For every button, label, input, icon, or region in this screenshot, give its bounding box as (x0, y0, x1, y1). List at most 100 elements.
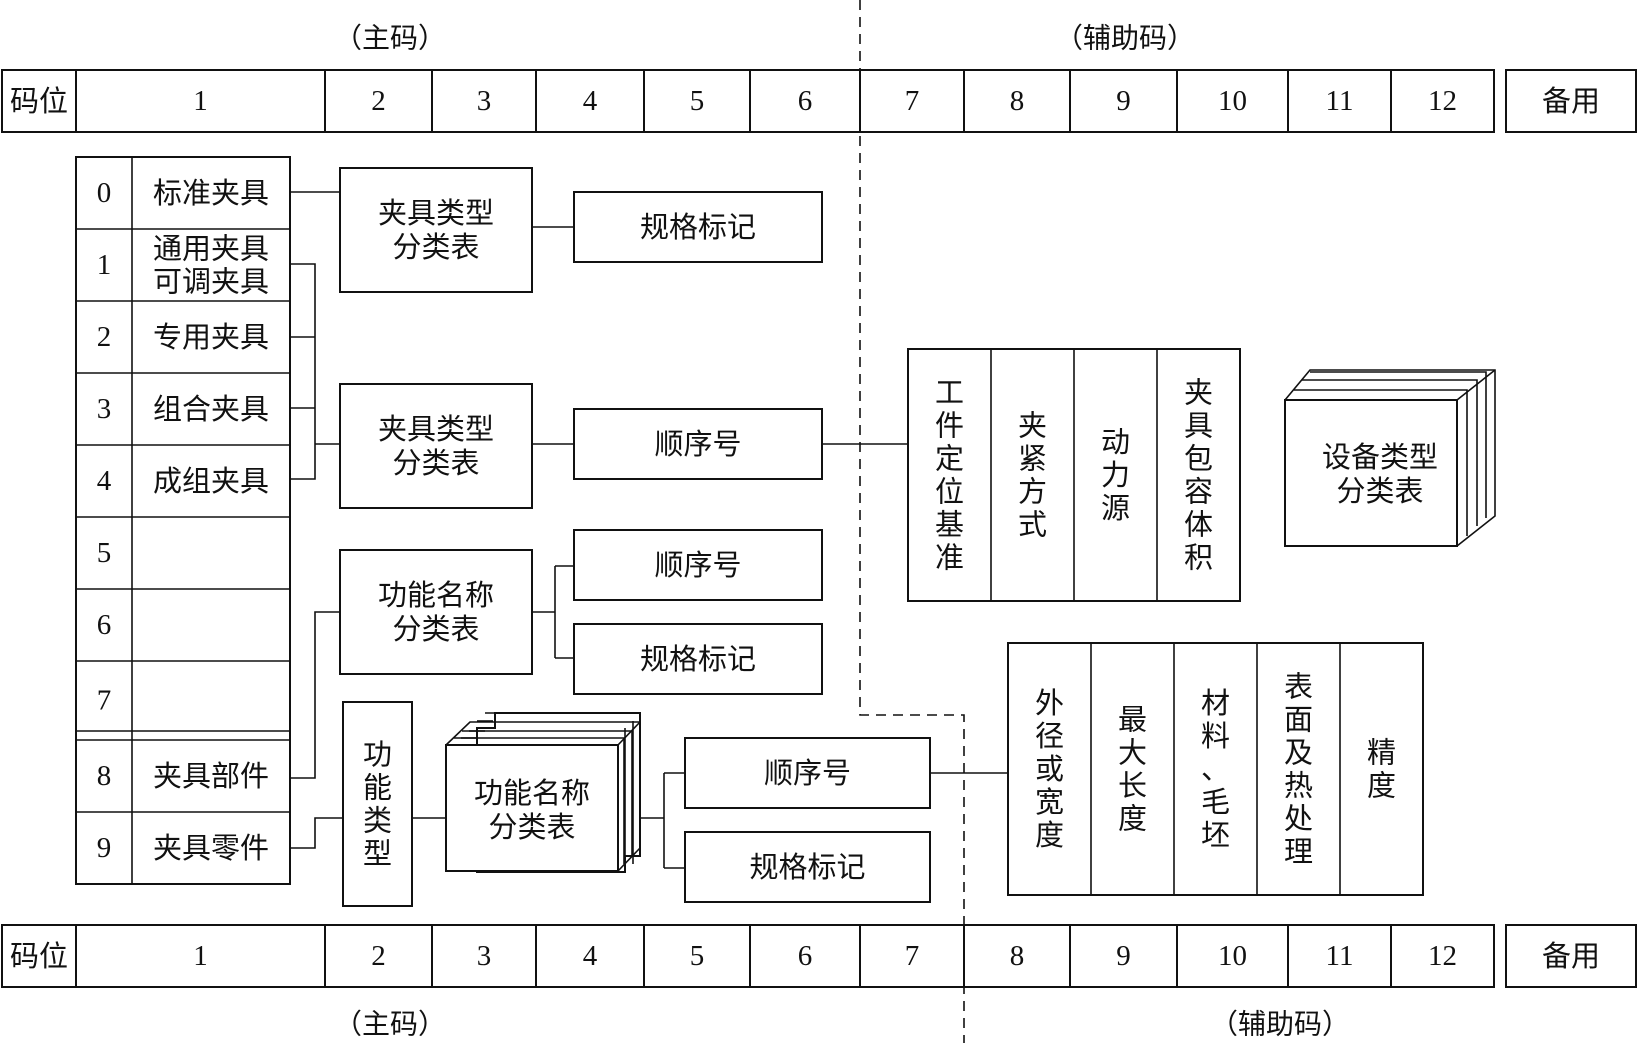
seq-no-2-box: 顺序号 (573, 529, 823, 601)
svg-text:功能名称分类表: 功能名称分类表 (378, 578, 494, 646)
code-cell-top-9 (1069, 69, 1178, 133)
class-digit-2: 2 (97, 321, 112, 353)
code-cell-top-5 (643, 69, 751, 133)
code-label-top: 码位 (10, 84, 68, 118)
seq-no-3-box: 顺序号 (684, 737, 931, 809)
spec-mark-3-box: 规格标记 (684, 831, 931, 903)
class-digit-6: 6 (97, 609, 112, 641)
code-cell-bottom-12 (1390, 924, 1495, 988)
code-cell-bottom-8 (963, 924, 1071, 988)
svg-text:夹具类型分类表: 夹具类型分类表 (378, 196, 494, 264)
code-cell-bottom-7 (859, 924, 965, 988)
class-digit-8: 8 (97, 760, 112, 792)
svg-text:规格标记: 规格标记 (640, 642, 756, 676)
aux-group-2-column-5: 精度 (1367, 736, 1396, 803)
aux-group-1-column-4: 夹具包容体积 (1184, 376, 1213, 575)
aux-group-2-column-2: 最大长度 (1118, 703, 1147, 836)
code-label-bottom: 码位 (10, 939, 68, 973)
svg-text:顺序号: 顺序号 (764, 756, 851, 790)
main-code-header-top: （主码） (334, 22, 446, 55)
code-position-bottom-12: 12 (1428, 940, 1457, 972)
class-name-2: 专用夹具 (153, 320, 269, 354)
aux-group-2-column-3: 材料、毛坯 (1201, 686, 1230, 852)
class-digit-1: 1 (97, 249, 112, 281)
main-aux-separator (859, 0, 965, 1043)
code-cell-bottom-4 (535, 924, 645, 988)
code-label-cell-top (1, 69, 77, 133)
code-cell-bottom-1 (75, 924, 326, 988)
spare-label-top: 备用 (1542, 84, 1600, 118)
code-cell-top-11 (1287, 69, 1392, 133)
type-table-1-box: 夹具类型分类表 (339, 167, 533, 293)
class-name-4: 成组夹具 (153, 464, 269, 498)
connectors (290, 191, 1008, 869)
aux-code-header-bottom: （辅助码） (1210, 1008, 1350, 1041)
code-position-top-4: 4 (583, 85, 598, 117)
function-table-2-stack: 功能名称分类表 (445, 712, 641, 873)
code-position-top-1: 1 (193, 85, 208, 117)
aux-code-header-top: （辅助码） (1055, 22, 1195, 55)
code-cell-bottom-5 (643, 924, 751, 988)
svg-text:规格标记: 规格标记 (640, 210, 756, 244)
equipment-table-stack: 设备类型分类表 (1284, 369, 1496, 547)
spare-cell-top (1505, 69, 1637, 133)
aux-group-2-column-1: 外径或宽度 (1035, 686, 1064, 852)
code-position-bottom-7: 7 (905, 940, 920, 972)
code-position-bottom-6: 6 (798, 940, 813, 972)
code-position-bottom-1: 1 (193, 940, 208, 972)
code-position-bottom-10: 10 (1218, 940, 1247, 972)
code-cell-top-3 (431, 69, 537, 133)
code-position-top-6: 6 (798, 85, 813, 117)
spec-mark-2-box: 规格标记 (573, 623, 823, 695)
svg-text:顺序号: 顺序号 (654, 427, 741, 461)
spare-cell-bottom (1505, 924, 1637, 988)
class-digit-0: 0 (97, 177, 112, 209)
code-cell-bottom-6 (749, 924, 861, 988)
code-position-top-3: 3 (477, 85, 492, 117)
class-digit-4: 4 (97, 465, 112, 497)
class-name-1: 通用夹具可调夹具 (153, 232, 269, 299)
code-position-top-2: 2 (371, 85, 386, 117)
svg-text:规格标记: 规格标记 (749, 850, 865, 884)
function-type-box: 功能类型 (342, 701, 413, 907)
code-position-bottom-5: 5 (690, 940, 705, 972)
code-cell-top-2 (324, 69, 433, 133)
svg-text:功能类型: 功能类型 (363, 738, 392, 871)
class-name-8: 夹具部件 (153, 759, 269, 793)
class-name-3: 组合夹具 (153, 392, 269, 426)
code-cell-bottom-10 (1176, 924, 1289, 988)
svg-text:夹具类型分类表: 夹具类型分类表 (378, 412, 494, 480)
class-digit-7: 7 (97, 685, 112, 717)
code-cell-top-7 (859, 69, 965, 133)
code-cell-top-12 (1390, 69, 1495, 133)
svg-text:设备类型分类表: 设备类型分类表 (1322, 440, 1438, 508)
svg-text:功能名称分类表: 功能名称分类表 (474, 776, 590, 844)
aux-group-1-column-3: 动力源 (1101, 425, 1130, 525)
code-cell-bottom-9 (1069, 924, 1178, 988)
spare-label-bottom: 备用 (1542, 939, 1600, 973)
code-position-top-8: 8 (1010, 85, 1025, 117)
spec-mark-1-box: 规格标记 (573, 191, 823, 263)
code-cell-bottom-2 (324, 924, 433, 988)
class-digit-3: 3 (97, 393, 112, 425)
code-position-top-12: 12 (1428, 85, 1457, 117)
class-digit-9: 9 (97, 832, 112, 864)
type-table-2-box: 夹具类型分类表 (339, 383, 533, 509)
code-position-top-11: 11 (1326, 85, 1354, 117)
code-position-bottom-2: 2 (371, 940, 386, 972)
code-cell-bottom-11 (1287, 924, 1392, 988)
code-position-bottom-3: 3 (477, 940, 492, 972)
code-position-top-5: 5 (690, 85, 705, 117)
aux-group-1-column-1: 工件定位基准 (935, 376, 964, 575)
function-table-1-box: 功能名称分类表 (339, 549, 533, 675)
code-position-bottom-8: 8 (1010, 940, 1025, 972)
code-position-bottom-9: 9 (1116, 940, 1131, 972)
main-code-header-bottom: （主码） (334, 1008, 446, 1041)
code-position-bottom-4: 4 (583, 940, 598, 972)
code-position-top-9: 9 (1116, 85, 1131, 117)
